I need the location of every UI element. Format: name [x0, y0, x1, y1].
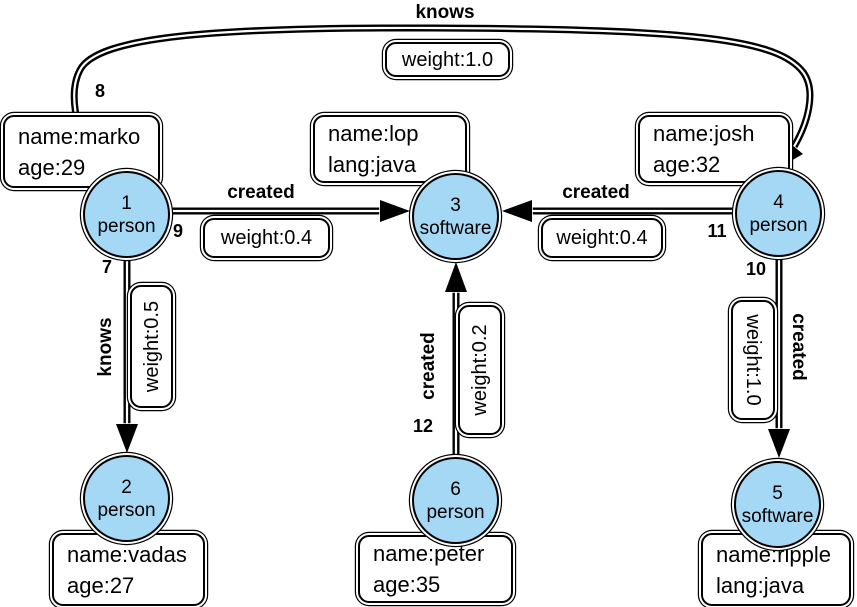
edge-id-8: 8 [94, 81, 105, 101]
edge-id-11: 11 [707, 221, 727, 241]
arrowhead-created-4-5 [766, 428, 792, 461]
node-6: 6 person [412, 457, 499, 544]
property-box-josh: name:josh age:32 [638, 115, 790, 183]
edge-knows-1-4-line-core [73, 26, 811, 191]
edge-id-7: 7 [101, 257, 112, 277]
edge-weight-box-knows-1-4: weight:1.0 [385, 42, 510, 77]
node-label: software [741, 505, 814, 527]
node-label: software [419, 217, 492, 239]
edge-weight-box-knows-1-2: weight:0.5 [130, 285, 173, 408]
property-box-peter: name:peter age:35 [358, 535, 513, 603]
property-line: name:vadas [67, 541, 187, 567]
property-line: age:29 [18, 154, 86, 180]
edge-weight-box-created-4-3: weight:0.4 [541, 218, 663, 258]
node-2: 2 person [83, 455, 170, 542]
edge-id-9: 9 [172, 221, 183, 241]
node-4: 4 person [735, 170, 822, 257]
edge-label-knows-1-4: knows [415, 2, 475, 23]
property-line: age:35 [373, 572, 441, 597]
node-id: 6 [450, 478, 461, 500]
property-box-lop: name:lop lang:java [313, 115, 467, 183]
node-5: 5 software [734, 461, 821, 548]
node-1: 1 person [83, 171, 170, 258]
property-line: lang:java [716, 572, 805, 598]
node-id: 5 [772, 482, 783, 504]
edge-label-created-6-3: created [418, 332, 439, 400]
node-label: person [426, 501, 485, 523]
node-label: person [97, 215, 156, 237]
edge-id-10: 10 [745, 259, 767, 279]
node-id: 4 [773, 191, 784, 213]
node-3: 3 software [412, 173, 499, 260]
arrowhead-created-6-3 [443, 259, 469, 293]
property-line: age:27 [67, 572, 135, 598]
property-line: name:marko [18, 123, 141, 149]
property-line: name:lop [328, 121, 419, 146]
property-line: age:32 [653, 152, 721, 177]
property-line: lang:java [328, 152, 417, 177]
node-label: person [97, 499, 156, 521]
property-line: name:josh [653, 121, 755, 146]
edge-weight-box-created-4-5: weight:1.0 [731, 300, 775, 420]
property-box-vadas: name:vadas age:27 [52, 533, 205, 606]
property-line: name:peter [373, 541, 485, 566]
arrowhead-knows-1-2 [114, 423, 140, 456]
edge-weight-box-created-6-3: weight:0.2 [458, 305, 502, 435]
arrowhead-created-4-3 [499, 198, 533, 224]
edge-label-knows-1-2: knows [95, 317, 116, 377]
edge-id-12: 12 [412, 416, 434, 436]
node-id: 1 [121, 192, 132, 214]
edge-label-created-4-3: created [562, 182, 630, 203]
arrowhead-created-1-3 [379, 198, 413, 224]
node-id: 2 [121, 476, 132, 498]
node-id: 3 [450, 194, 461, 216]
edge-label-created-4-5: created [788, 313, 809, 381]
edge-weight-box-created-1-3: weight:0.4 [203, 218, 330, 258]
node-label: person [749, 214, 808, 236]
edge-label-created-1-3: created [227, 182, 295, 203]
